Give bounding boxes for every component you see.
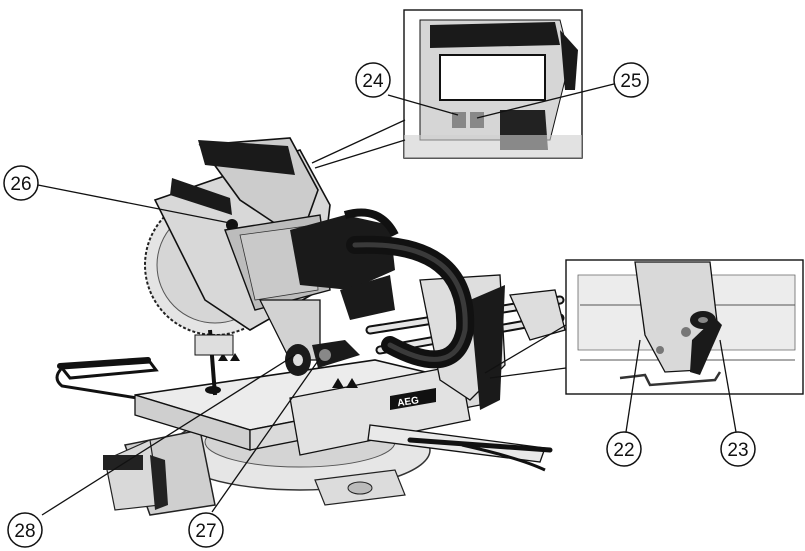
callout-26-label: 26 bbox=[10, 174, 31, 195]
support-post bbox=[194, 329, 234, 396]
warning-symbols bbox=[218, 353, 358, 388]
leader-26 bbox=[37, 184, 236, 225]
callout-28: 28 bbox=[7, 512, 43, 548]
callout-24-label: 24 bbox=[362, 71, 384, 92]
leader-22 bbox=[625, 339, 641, 433]
brand-logo-text: AEG bbox=[397, 395, 420, 409]
left-extension-arm bbox=[55, 357, 159, 402]
inset-handle-switches bbox=[403, 9, 583, 159]
callout-23: 23 bbox=[720, 431, 756, 467]
leader-23 bbox=[719, 339, 737, 433]
leader-28 bbox=[41, 354, 296, 516]
bevel-lock-knobs bbox=[285, 340, 360, 376]
brand-badge: AEG bbox=[390, 388, 436, 410]
callout-22-label: 22 bbox=[613, 440, 634, 461]
leader-25 bbox=[476, 82, 619, 119]
callout-27: 27 bbox=[188, 512, 224, 548]
callout-25: 25 bbox=[613, 62, 649, 98]
callout-25-label: 25 bbox=[620, 71, 641, 92]
callouts: 26 24 25 22 23 28 27 bbox=[3, 62, 756, 548]
callout-23-label: 23 bbox=[727, 440, 748, 461]
callout-27-label: 27 bbox=[195, 521, 216, 542]
miter-saw-illustration: AEG bbox=[55, 137, 566, 516]
saw-head bbox=[153, 137, 331, 361]
callout-26: 26 bbox=[3, 165, 39, 201]
callout-22: 22 bbox=[606, 431, 642, 467]
callout-28-label: 28 bbox=[14, 521, 35, 542]
leader-24 bbox=[387, 94, 459, 116]
saw-handle bbox=[290, 208, 475, 369]
leader-27 bbox=[211, 357, 321, 513]
leader-lines bbox=[37, 82, 737, 516]
callout-24: 24 bbox=[355, 62, 391, 98]
inset-slide-lock bbox=[565, 259, 804, 395]
